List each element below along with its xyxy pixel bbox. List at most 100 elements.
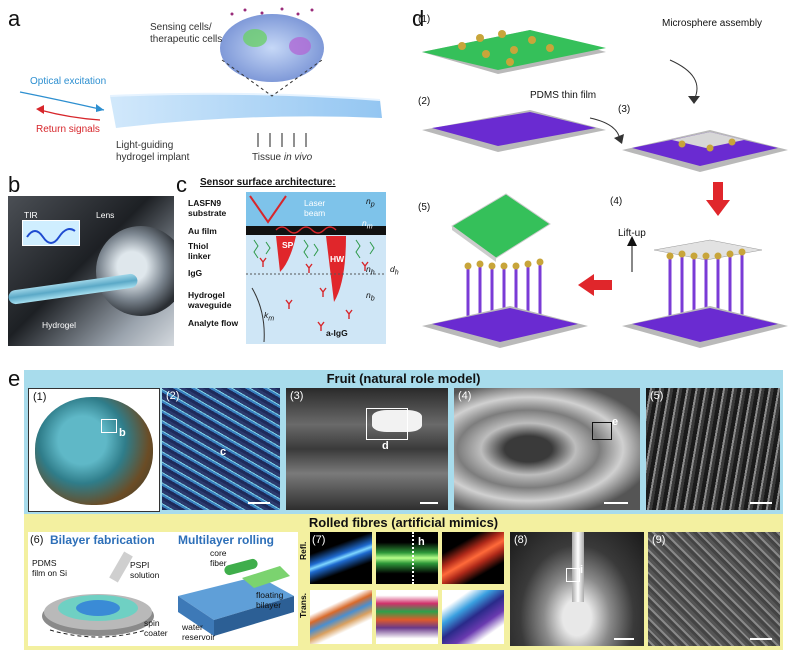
fiber-label: fiber	[210, 558, 227, 568]
sp-label: SP	[282, 240, 293, 250]
pdms-thin-film-label: PDMS thin film	[530, 90, 596, 101]
rolled-tile-7-t3	[442, 590, 504, 644]
core-label: core	[210, 548, 227, 558]
fruit-tile-3: (3) d	[286, 388, 448, 510]
beam-label: beam	[304, 208, 325, 218]
pspi-label: PSPI	[130, 560, 149, 570]
tile-2-scalebar	[248, 502, 270, 504]
rolled-header: Rolled fibres (artificial mimics)	[24, 515, 783, 530]
return-signals-label: Return signals	[36, 124, 100, 135]
fruit-photo	[35, 397, 153, 505]
tile-8-scalebar	[614, 638, 634, 640]
panel-label-c: c	[176, 172, 187, 198]
laser-label: Laser	[304, 198, 325, 208]
tile-1-num: (1)	[33, 391, 46, 403]
np-label: np	[366, 196, 375, 209]
optical-excitation-label: Optical excitation	[30, 76, 106, 87]
step-1-label: (1)	[418, 14, 430, 25]
tile-7-num: (7)	[312, 534, 325, 546]
tissue-word: Tissue	[252, 152, 281, 163]
tile-4-num: (4)	[458, 390, 471, 402]
hydrogel-label: Hydrogel	[42, 320, 76, 330]
rolled-tile-6: (6) Bilayer fabrication Multilayer rolli…	[28, 532, 298, 646]
marker-c: c	[220, 446, 226, 458]
panel-c-diagram: Laser beam SP HW np nm nh nb km a-IgG	[246, 192, 386, 344]
implant-label-2: hydrogel implant	[116, 152, 189, 163]
step-4-label: (4)	[610, 196, 622, 207]
linker-label: linker	[188, 251, 211, 261]
therapeutic-cells-label: therapeutic cells	[150, 34, 222, 45]
panel-label-b: b	[8, 172, 20, 198]
nh-label: nh	[366, 264, 375, 277]
tile-9-num: (9)	[652, 534, 665, 546]
marker-e: e	[612, 416, 618, 428]
marker-b: b	[119, 427, 126, 439]
nm-subscript: m	[367, 223, 373, 231]
substrate-label: substrate	[188, 208, 226, 218]
return-arrow	[40, 110, 100, 120]
fruit-zoom-box	[101, 419, 117, 433]
tile-2-num: (2)	[166, 390, 179, 402]
tile-3-scalebar	[420, 502, 438, 504]
tile-3-zoom-box	[366, 408, 408, 440]
nb-subscript: b	[371, 295, 375, 303]
panel-b-photo: TIR Lens Hydrogel	[8, 196, 174, 346]
tir-wave-icon	[23, 221, 79, 245]
pdms-film-label: PDMS	[32, 558, 57, 568]
solution-label: solution	[130, 570, 159, 580]
spin-label: spin	[144, 618, 160, 628]
hydrogel-c-label: Hydrogel	[188, 290, 225, 300]
fruit-tile-5: (5)	[646, 388, 780, 510]
lasfn9-label: LASFN9	[188, 198, 221, 208]
igg-label: IgG	[188, 268, 202, 278]
waveguide-label: waveguide	[188, 300, 231, 310]
thiol-label: Thiol	[188, 241, 208, 251]
excitation-arrow	[20, 92, 104, 110]
refl-label: Refl.	[298, 542, 308, 560]
tile-5-scalebar	[750, 502, 772, 504]
tir-inset	[22, 220, 80, 246]
np-subscript: p	[371, 201, 375, 209]
fruit-tile-4: (4) e	[454, 388, 640, 510]
step-2-label: (2)	[418, 96, 430, 107]
panel-d-illustration	[410, 0, 789, 360]
floating-bilayer-label: bilayer	[256, 600, 281, 610]
hw-label: HW	[330, 254, 344, 264]
multilayer-rolling-label: Multilayer rolling	[178, 533, 274, 547]
tissue-label: Tissue in vivo	[252, 152, 312, 163]
in-vivo-word: in vivo	[284, 152, 312, 163]
dh-subscript: h	[395, 269, 399, 277]
marker-h: h	[418, 536, 425, 548]
nb-label: nb	[366, 290, 375, 303]
nm-label: nm	[362, 218, 373, 231]
reservoir-label: reservoir	[182, 632, 215, 642]
tile-9-scalebar	[750, 638, 772, 640]
tile-4-zoom-box	[592, 422, 612, 440]
rolled-tile-7-r1: (7)	[310, 532, 372, 584]
lens-shape	[96, 226, 174, 316]
tile-5-num: (5)	[650, 390, 663, 402]
step-5-label: (5)	[418, 202, 430, 213]
lift-up-label: Lift-up	[618, 228, 646, 239]
tile-7-dashed-line	[412, 532, 414, 584]
km-label: km	[264, 310, 274, 323]
bilayer-fabrication-label: Bilayer fabrication	[50, 533, 155, 547]
tile-3-num: (3)	[290, 390, 303, 402]
panel-label-e: e	[8, 366, 20, 392]
marker-d: d	[382, 440, 389, 452]
water-label: water	[182, 622, 203, 632]
floating-label: floating	[256, 590, 283, 600]
panel-c-title: Sensor surface architecture:	[200, 177, 336, 188]
km-subscript: m	[268, 315, 274, 323]
nh-subscript: h	[371, 269, 375, 277]
fruit-header: Fruit (natural role model)	[24, 371, 783, 386]
tir-label: TIR	[24, 210, 38, 220]
step-3-label: (3)	[618, 104, 630, 115]
analyte-flow-label: Analyte flow	[188, 318, 238, 328]
sensing-cells-label: Sensing cells/	[150, 22, 212, 33]
rolled-tile-7-t1	[310, 590, 372, 644]
tile-8-zoom-box	[566, 568, 580, 582]
au-film-label: Au film	[188, 226, 217, 236]
fruit-tile-1: (1) b	[28, 388, 160, 512]
lens-label: Lens	[96, 210, 114, 220]
